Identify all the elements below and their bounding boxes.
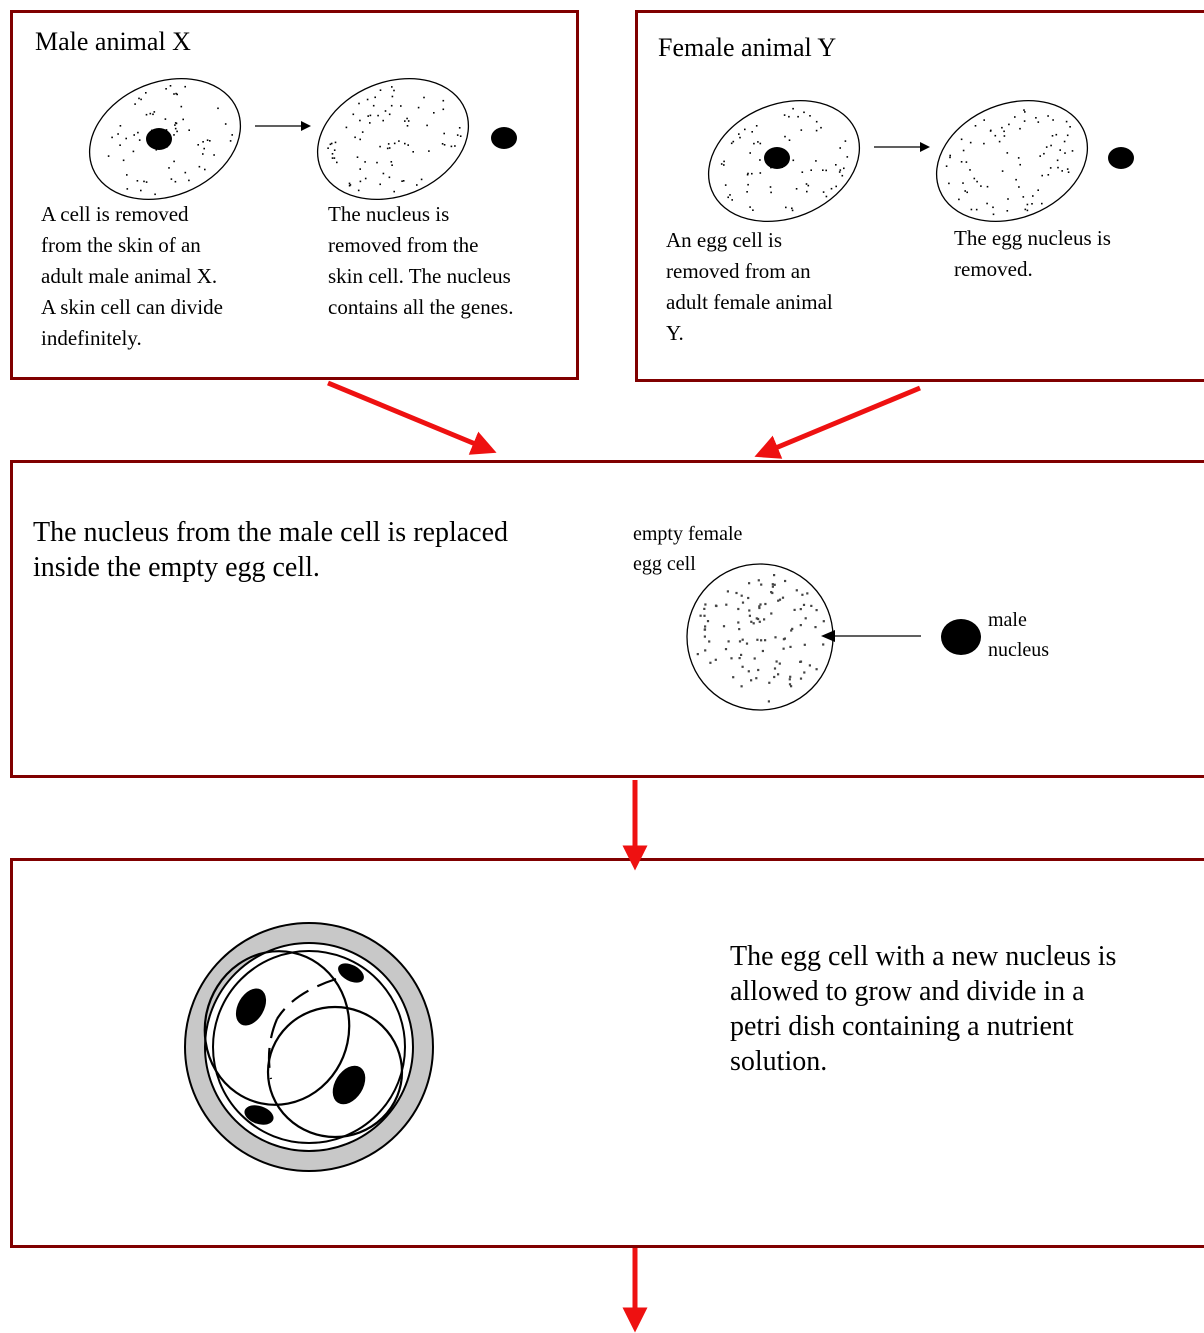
removed-skin-nucleus	[491, 127, 517, 149]
empty-egg-cell	[687, 564, 833, 710]
egg-cell-without-nucleus	[918, 79, 1105, 243]
male-animal-title: Male animal X	[35, 27, 191, 57]
transfer-arrow-left	[821, 630, 921, 642]
skin-cell-with-nucleus	[71, 57, 258, 221]
transfer-description: The nucleus from the male cell is replac…	[33, 515, 603, 585]
egg-nucleus	[764, 147, 790, 169]
female-animal-title: Female animal Y	[658, 33, 836, 63]
male-nucleus	[941, 619, 981, 655]
female-animal-box: Female animal Y An egg cell is removed f…	[635, 10, 1204, 382]
male-nucleus-label: male nucleus	[988, 605, 1128, 665]
female-caption-left: An egg cell is removed from an adult fem…	[666, 225, 926, 349]
female-caption-right: The egg nucleus is removed.	[954, 223, 1184, 285]
arrow-female-to-transfer	[766, 388, 920, 452]
small-arrow-right	[874, 142, 930, 152]
skin-nucleus	[146, 128, 172, 150]
egg-cell-with-nucleus	[690, 79, 877, 243]
male-caption-right: The nucleus is removed from the skin cel…	[328, 199, 578, 323]
skin-cell-without-nucleus	[299, 57, 486, 221]
petri-dish-description: The egg cell with a new nucleus is allow…	[730, 939, 1200, 1079]
egg-cell-diagram	[708, 89, 1148, 229]
removed-egg-nucleus	[1108, 147, 1134, 169]
skin-cell-diagram	[89, 67, 529, 207]
petri-dish-diagram	[181, 907, 439, 1187]
empty-egg-label: empty female egg cell	[633, 519, 833, 579]
small-arrow-right	[255, 121, 311, 131]
male-caption-left: A cell is removed from the skin of an ad…	[41, 199, 311, 354]
male-animal-box: Male animal X A cell is removed from the…	[10, 10, 579, 380]
petri-dish-box: The egg cell with a new nucleus is allow…	[10, 858, 1204, 1248]
arrow-male-to-transfer	[328, 383, 485, 448]
nucleus-transfer-box: The nucleus from the male cell is replac…	[10, 460, 1204, 778]
